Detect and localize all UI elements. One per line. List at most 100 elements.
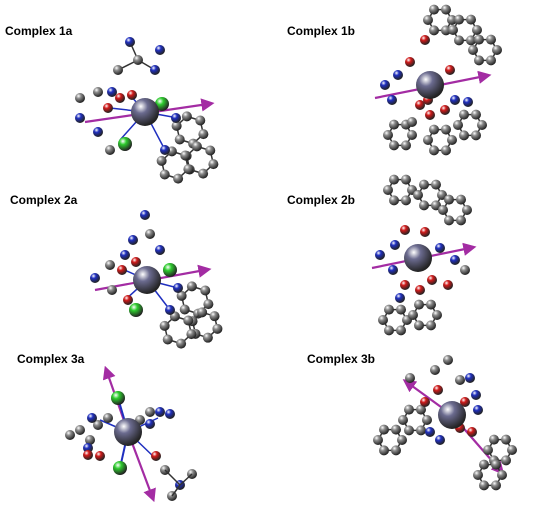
atom-c: [430, 365, 440, 375]
atom-c: [429, 124, 439, 135]
atom-o: [467, 427, 477, 437]
panel-label-1a: Complex 1a: [5, 24, 73, 38]
atom-c: [156, 155, 167, 166]
atom-n: [155, 245, 165, 255]
atom-c: [422, 415, 432, 425]
atom-o: [425, 110, 435, 120]
atom-c: [186, 281, 197, 292]
atom-n: [128, 235, 138, 245]
atom-c: [397, 435, 407, 445]
atom-c: [444, 215, 454, 226]
atom-n: [150, 65, 160, 75]
metal-center: [438, 401, 466, 429]
atom-n: [125, 37, 135, 47]
atom-c: [483, 445, 493, 455]
atom-c: [197, 307, 208, 318]
atom-c: [191, 141, 202, 152]
atom-c: [491, 459, 501, 470]
panel-label-2a: Complex 2a: [10, 193, 78, 207]
atom-c: [176, 338, 187, 349]
atom-o: [420, 397, 430, 407]
atom-c: [454, 35, 464, 46]
atom-c: [209, 311, 220, 322]
atom-c: [384, 304, 394, 315]
atom-c: [401, 140, 411, 151]
atom-n: [471, 390, 481, 400]
atom-n: [393, 70, 403, 80]
atom-o: [115, 93, 125, 103]
atom-c: [405, 373, 415, 383]
panel-label-3a: Complex 3a: [17, 352, 85, 366]
atom-c: [414, 299, 424, 310]
metal-center: [131, 98, 159, 126]
atom-n: [463, 97, 473, 107]
atom-c: [75, 425, 85, 435]
atom-c: [472, 25, 482, 35]
atom-c: [113, 65, 123, 75]
panel-label-3b: Complex 3b: [307, 352, 376, 366]
atom-c: [459, 109, 469, 120]
atom-n: [87, 413, 97, 423]
atom-c: [432, 310, 442, 320]
atom-c: [473, 470, 483, 480]
atom-o: [427, 275, 437, 285]
atom-c: [408, 310, 418, 320]
atom-c: [379, 445, 389, 456]
atom-c: [404, 404, 414, 415]
atom-c: [468, 45, 478, 55]
atom-c: [396, 304, 406, 315]
atom-c: [212, 323, 223, 334]
atom-c: [501, 455, 511, 466]
metal-center: [114, 418, 142, 446]
atom-c: [384, 325, 394, 336]
atom-c: [460, 265, 470, 275]
atom-c: [471, 109, 481, 120]
atom-c: [65, 430, 75, 440]
atom-c: [407, 117, 417, 127]
atom-c: [429, 145, 439, 156]
atom-o: [415, 285, 425, 295]
atom-n: [93, 127, 103, 137]
atom-c: [456, 215, 466, 226]
atom-o: [420, 227, 430, 237]
atom-n: [107, 87, 117, 97]
atom-c: [85, 435, 95, 445]
metal-center: [404, 244, 432, 272]
atom-c: [479, 480, 489, 491]
atom-c: [413, 190, 423, 200]
atom-o: [117, 265, 127, 275]
atom-o: [95, 451, 105, 461]
atom-o: [415, 100, 425, 110]
atom-c: [391, 445, 401, 456]
atom-c: [429, 25, 439, 36]
atom-c: [389, 174, 399, 185]
atom-c: [414, 320, 424, 331]
atom-c: [431, 179, 441, 190]
bond: [179, 473, 193, 486]
atom-c: [447, 135, 457, 145]
atom-c: [186, 329, 197, 340]
atom-cl: [129, 303, 143, 317]
atom-c: [107, 285, 117, 295]
atom-c: [459, 130, 469, 141]
atom-c: [501, 434, 511, 445]
atom-c: [176, 290, 187, 301]
atom-c: [162, 334, 173, 345]
atom-c: [396, 325, 406, 336]
atom-n: [171, 113, 181, 123]
atom-n: [425, 427, 435, 437]
atom-n: [160, 145, 170, 155]
atom-c: [471, 130, 481, 141]
atom-n: [465, 373, 475, 383]
atom-n: [83, 443, 93, 453]
atom-c: [497, 470, 507, 480]
atom-c: [391, 424, 401, 435]
atom-o: [443, 280, 453, 290]
atom-n: [120, 250, 130, 260]
atom-c: [462, 205, 472, 215]
atom-c: [444, 194, 454, 205]
atom-c: [423, 15, 433, 25]
atom-c: [438, 205, 448, 215]
atom-c: [171, 120, 182, 131]
